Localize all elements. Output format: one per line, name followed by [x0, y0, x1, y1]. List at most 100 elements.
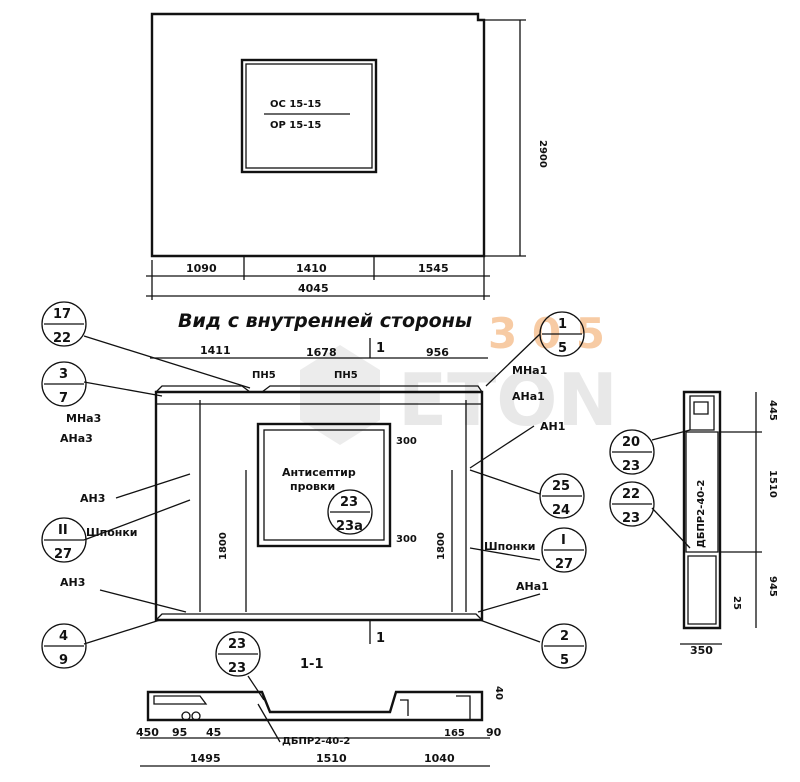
svg-text:23: 23 — [228, 661, 246, 676]
label-an1: АН1 — [540, 420, 565, 433]
svg-text:23а: 23а — [336, 519, 363, 534]
dim-height-2900: 2900 — [537, 140, 548, 168]
leader-an3-mid — [115, 473, 191, 499]
callout-II-27: II 27 — [41, 517, 87, 563]
svg-text:25: 25 — [552, 479, 570, 494]
svg-text:17: 17 — [53, 307, 71, 322]
svg-text:23: 23 — [622, 511, 640, 526]
dim-1800-left: 1800 — [218, 532, 229, 560]
svg-text:20: 20 — [622, 435, 640, 450]
dim-seg-1545: 1545 — [418, 262, 449, 275]
top-view: ОС 15-15 ОР 15-15 2900 1090 1410 1545 40… — [146, 12, 548, 300]
plan-mark-lintel: ДБПР2-40-2 — [282, 736, 350, 747]
inner-window-inner — [263, 429, 385, 541]
section-top-detail — [689, 395, 715, 431]
dim-1510-section: 1510 — [767, 470, 778, 498]
callout-2-5: 2 5 — [541, 623, 587, 669]
dim-1411: 1411 — [200, 344, 231, 357]
leader-25-24 — [469, 469, 541, 495]
dim-300-bottom: 300 — [396, 534, 417, 545]
svg-text:27: 27 — [54, 547, 72, 562]
section-mark-top: 1 — [376, 341, 385, 356]
label-ana3: АНа3 — [60, 432, 93, 445]
callout-3-7: 3 7 — [41, 361, 87, 407]
svg-text:22: 22 — [622, 487, 640, 502]
leader-1-5 — [485, 333, 541, 387]
plan-outline — [146, 690, 484, 722]
leader-22-23 — [651, 507, 691, 549]
antiseptic-line2: провки — [290, 480, 335, 493]
inner-top-slab — [155, 385, 483, 393]
inner-view-title: Вид с внутренней стороны — [178, 310, 472, 332]
dim-1678: 1678 — [306, 346, 337, 359]
dim-350: 350 — [690, 644, 713, 657]
dim-95: 95 — [172, 726, 187, 739]
leader-4-9 — [83, 619, 161, 645]
label-ana1-low: АНа1 — [516, 580, 549, 593]
dim-1510-plan: 1510 — [316, 752, 347, 765]
callout-17-22: 17 22 — [41, 301, 87, 347]
plan-left-detail — [153, 695, 208, 705]
svg-text:5: 5 — [560, 653, 569, 668]
svg-text:24: 24 — [552, 503, 570, 518]
section-outline — [682, 390, 722, 630]
svg-text:23: 23 — [228, 637, 246, 652]
svg-text:4: 4 — [59, 629, 68, 644]
top-panel-outline — [150, 12, 486, 258]
label-pn5-left: ПН5 — [252, 370, 276, 381]
leader-an1 — [469, 425, 535, 469]
plan-view: 1-1 23 23 ДБПР2-40-2 450 95 45 165 90 40… — [136, 631, 504, 767]
watermark-logo-shape — [300, 345, 380, 445]
section-view: ДБПР2-40-2 445 1510 945 25 350 20 23 22 … — [609, 390, 778, 657]
window-mark-2: ОР 15-15 — [270, 120, 321, 131]
callout-23-23a: 23 23а — [327, 489, 373, 535]
dim-90: 90 — [486, 726, 502, 739]
leader-20-23 — [651, 429, 691, 441]
inner-view: Вид с внутренней стороны 1411 1678 956 1… — [41, 301, 587, 669]
label-pn5-right: ПН5 — [334, 370, 358, 381]
dim-40: 40 — [493, 686, 504, 700]
dim-450: 450 — [136, 726, 159, 739]
leader-2-5 — [479, 619, 541, 643]
dim-165: 165 — [444, 728, 465, 739]
dim-1800-right: 1800 — [436, 532, 447, 560]
dim-300-top: 300 — [396, 436, 417, 447]
svg-text:3: 3 — [59, 367, 68, 382]
callout-23-23-plan: 23 23 — [215, 631, 261, 677]
antiseptic-line1: Антисептир — [282, 466, 356, 479]
leader-17-22 — [83, 335, 251, 389]
dim-445: 445 — [767, 400, 778, 421]
section-lintel — [685, 431, 719, 553]
leader-II-27 — [83, 499, 191, 541]
section-bottom-detail — [687, 555, 717, 625]
dim-25: 25 — [731, 596, 742, 610]
plan-right-detail — [400, 695, 471, 720]
svg-text:9: 9 — [59, 653, 68, 668]
callout-1-5: 1 5 — [539, 311, 585, 357]
top-window-inner — [245, 63, 373, 169]
leader-plan-lintel — [257, 703, 281, 743]
plan-anchor-1 — [181, 711, 191, 721]
callout-4-9: 4 9 — [41, 623, 87, 669]
leader-an3-low — [99, 589, 187, 613]
svg-text:23: 23 — [340, 495, 358, 510]
leader-23-23-plan — [247, 675, 265, 701]
label-an3-mid: АН3 — [80, 492, 105, 505]
leader-ana1-low — [477, 593, 541, 613]
dim-1495: 1495 — [190, 752, 221, 765]
dim-total-4045: 4045 — [298, 282, 329, 295]
plan-anchor-2 — [191, 711, 201, 721]
svg-text:27: 27 — [555, 557, 573, 572]
leader-3-7 — [83, 381, 163, 397]
svg-text:5: 5 — [558, 341, 567, 356]
watermark-brand: ETON — [398, 358, 618, 442]
label-mna3: МНа3 — [66, 412, 101, 425]
leader-I-27 — [469, 547, 541, 561]
label-shponki-right: Шпонки — [484, 540, 536, 553]
section-mark-lintel: ДБПР2-40-2 — [696, 480, 707, 548]
watermark: 3 0 5 ETON — [300, 309, 618, 445]
label-ana1-top: АНа1 — [512, 390, 545, 403]
top-window-outline — [240, 58, 378, 174]
dim-seg-1410: 1410 — [296, 262, 327, 275]
dim-1040: 1040 — [424, 752, 455, 765]
